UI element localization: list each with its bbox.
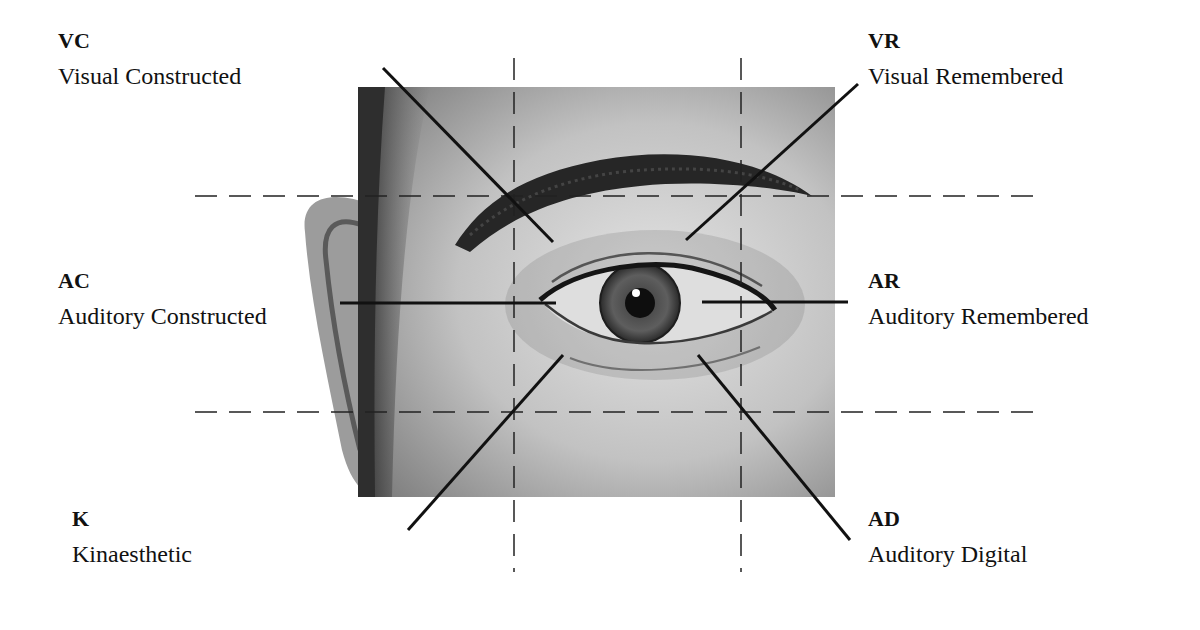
eyebrow-hairs [470, 169, 800, 235]
cue-name: Kinaesthetic [72, 540, 192, 569]
label-position: AC [58, 268, 90, 294]
label-position: VC [58, 28, 90, 54]
label-position: VR [868, 28, 900, 54]
label-position: AD [868, 506, 900, 532]
label-position: K [72, 506, 89, 532]
hair [358, 87, 430, 497]
label-position: AR [868, 268, 900, 294]
cue-code: VC [58, 28, 90, 54]
cue-name: Visual Constructed [58, 62, 241, 91]
cue-code: AC [58, 268, 90, 294]
label-position: Visual Remembered [868, 62, 1063, 91]
cue-code: VR [868, 28, 900, 54]
cue-code: K [72, 506, 89, 532]
eye-highlight [632, 289, 640, 297]
cue-code: AR [868, 268, 900, 294]
cue-name: Visual Remembered [868, 62, 1063, 91]
cue-name: Auditory Digital [868, 540, 1027, 569]
label-position: Auditory Constructed [58, 302, 267, 331]
label-position: Kinaesthetic [72, 540, 192, 569]
eyebrow [455, 154, 812, 252]
cue-name: Auditory Constructed [58, 302, 267, 331]
eye-socket [505, 230, 805, 380]
under-eye-crease [570, 347, 760, 370]
iris [600, 263, 680, 343]
label-position: Auditory Digital [868, 540, 1027, 569]
ear-fold [325, 222, 362, 450]
label-position: Auditory Remembered [868, 302, 1089, 331]
cue-code: AD [868, 506, 900, 532]
pupil [625, 288, 655, 318]
cue-name: Auditory Remembered [868, 302, 1089, 331]
label-position: Visual Constructed [58, 62, 241, 91]
leader-lines [340, 68, 858, 540]
hairline [358, 87, 385, 497]
lower-eyelid [545, 304, 772, 343]
